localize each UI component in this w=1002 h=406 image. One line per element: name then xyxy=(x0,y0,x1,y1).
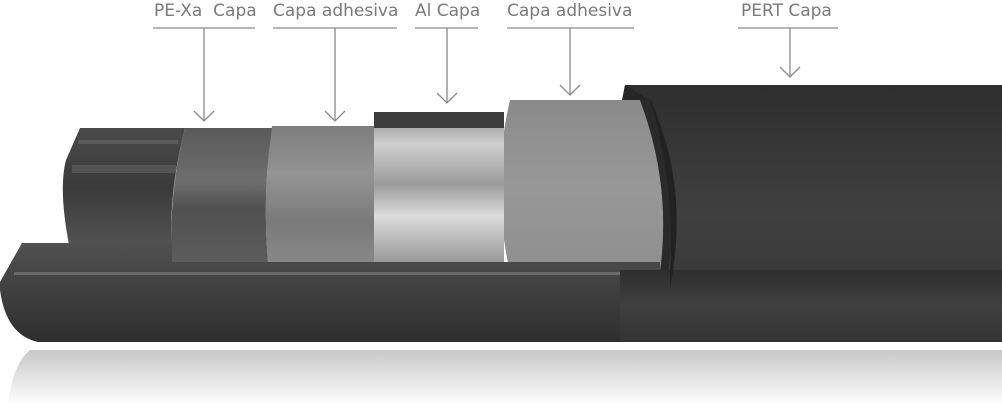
adhesive-inner-layer xyxy=(265,126,374,262)
inner-tube xyxy=(62,128,185,250)
al-layer-top xyxy=(374,112,504,128)
inner-tube-highlight xyxy=(78,140,178,144)
inner-tube-band xyxy=(72,165,176,173)
label-al-layer: Al Capa xyxy=(415,1,481,21)
pexa-layer xyxy=(171,128,272,262)
pipe-reflection xyxy=(8,350,1002,406)
slab-edge-highlight xyxy=(14,272,664,275)
al-layer xyxy=(374,112,504,272)
pipe-cut-slab xyxy=(0,243,670,342)
label-adhesive-inner-layer: Capa adhesiva xyxy=(273,1,399,21)
label-pexa-layer: PE-Xa Capa xyxy=(154,1,257,21)
leader-lines xyxy=(153,27,838,122)
adhesive-outer-edge xyxy=(640,100,673,272)
label-adhesive-outer-layer: Capa adhesiva xyxy=(507,1,633,21)
label-pert-layer: PERT Capa xyxy=(741,1,832,21)
pert-lower xyxy=(620,270,1002,342)
adhesive-outer-layer xyxy=(500,100,664,272)
